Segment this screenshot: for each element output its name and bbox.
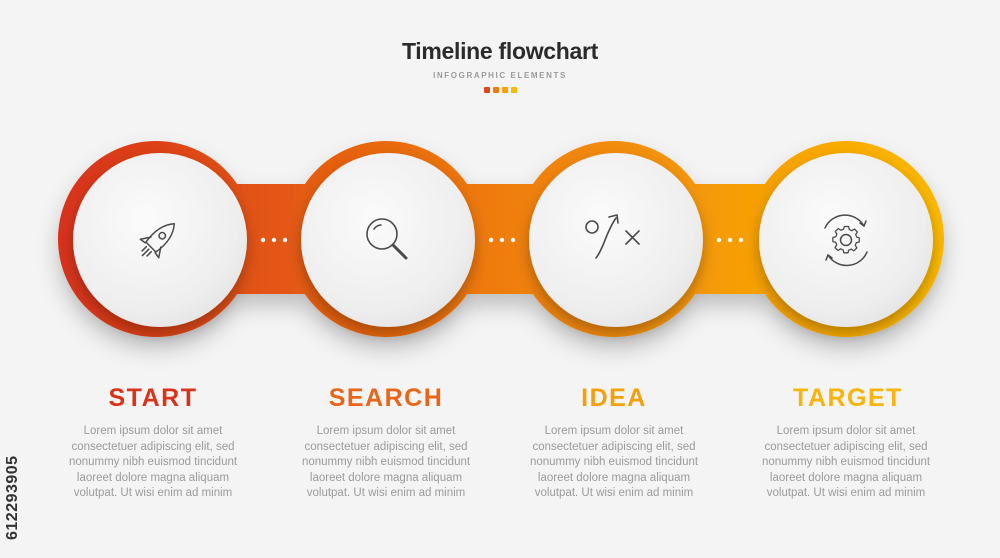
step-disc xyxy=(529,153,703,327)
connector-dots xyxy=(260,237,744,243)
step-1-label: START xyxy=(108,384,198,412)
page-subtitle: INFOGRAPHIC ELEMENTS xyxy=(433,71,567,80)
step-4-node xyxy=(759,153,933,327)
step-1-node xyxy=(73,153,247,327)
step-2-node xyxy=(301,153,475,327)
step-disc xyxy=(301,153,475,327)
step-3-label: IDEA xyxy=(581,384,647,412)
step-3-node xyxy=(529,153,703,327)
stock-id-watermark: 612293905 xyxy=(4,455,21,540)
step-4-description: Lorem ipsum dolor sit amet consectetuer … xyxy=(761,425,931,499)
title-dot xyxy=(510,87,517,93)
step-3-description: Lorem ipsum dolor sit amet consectetuer … xyxy=(529,425,699,499)
title-dot xyxy=(483,87,490,93)
step-4-label: TARGET xyxy=(793,384,903,412)
gear-cycle-icon xyxy=(824,214,868,267)
step-disc xyxy=(73,153,247,327)
strategy-icon xyxy=(585,214,640,259)
page-title: Timeline flowchart xyxy=(401,38,599,64)
title-dot xyxy=(492,87,499,93)
step-2-label: SEARCH xyxy=(328,384,444,412)
header: Timeline flowchart INFOGRAPHIC ELEMENTS xyxy=(0,38,1000,93)
title-dot xyxy=(501,87,508,93)
step-2-description: Lorem ipsum dolor sit amet consectetuer … xyxy=(301,425,471,499)
title-dots xyxy=(0,87,1000,93)
magnifier-icon xyxy=(366,218,408,260)
step-1-description: Lorem ipsum dolor sit amet consectetuer … xyxy=(68,425,238,499)
step-disc xyxy=(759,153,933,327)
rocket-icon xyxy=(139,222,176,259)
